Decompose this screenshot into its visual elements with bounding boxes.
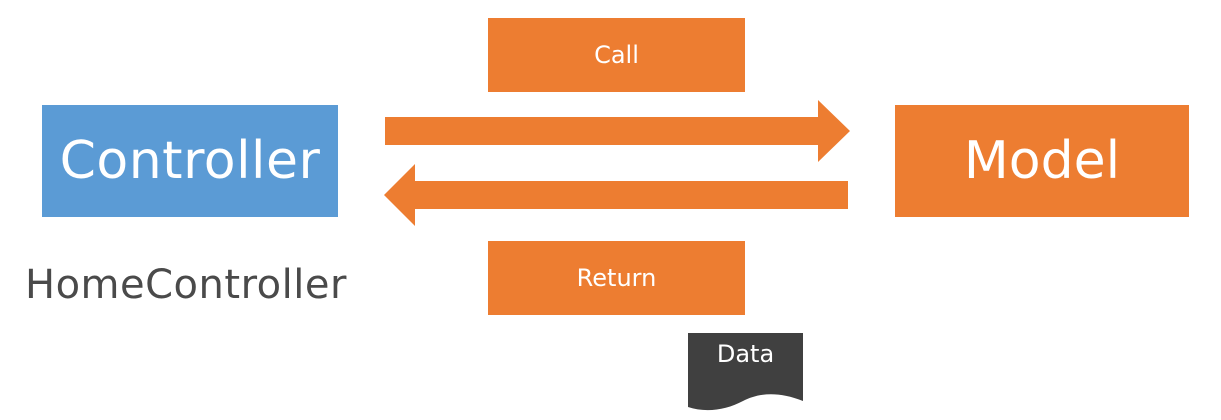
return-arrow-icon — [384, 164, 848, 226]
call-label-box: Call — [488, 18, 745, 92]
home-controller-caption: HomeController — [25, 262, 347, 308]
data-document-icon — [688, 333, 803, 411]
controller-label: Controller — [59, 131, 321, 191]
model-box: Model — [895, 105, 1189, 217]
return-label: Return — [576, 264, 657, 292]
model-label: Model — [963, 131, 1121, 191]
call-arrow-icon — [385, 100, 850, 162]
controller-box: Controller — [42, 105, 338, 217]
data-label: Data — [716, 340, 775, 368]
call-label: Call — [594, 41, 639, 69]
return-label-box: Return — [488, 241, 745, 315]
